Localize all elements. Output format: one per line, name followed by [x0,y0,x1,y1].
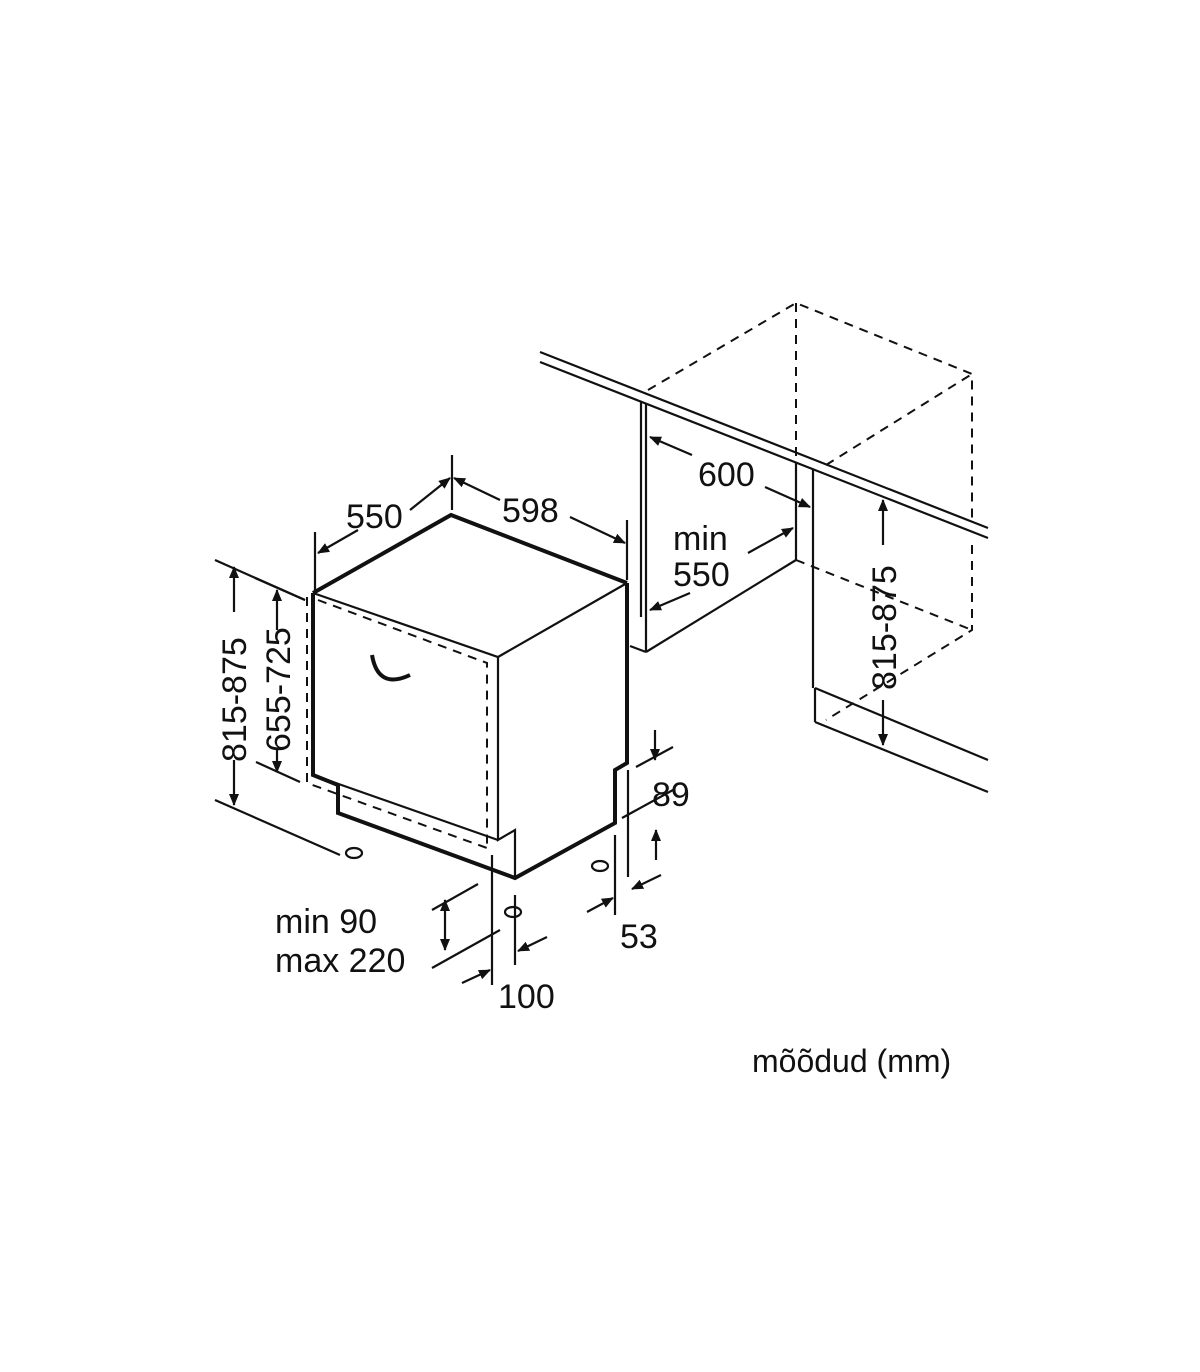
units-note: mõõdud (mm) [752,1043,951,1079]
side-step-height-label: 89 [652,776,690,814]
door-height-label: 655-725 [260,627,298,752]
total-height-label: 815-875 [216,637,254,762]
niche-width-label: 600 [698,456,755,494]
cabinet-niche [539,301,989,794]
side-step-depth-label: 53 [620,918,658,956]
dimension-lines [214,435,888,985]
depth-label: 550 [346,498,403,536]
door-handle [370,654,411,682]
foot-icon [590,859,610,873]
plinth-setback-label: 100 [498,978,555,1016]
niche-depth-label-1: min [673,520,728,558]
plinth-min-label: min 90 [275,903,377,941]
foot-icon [503,905,523,919]
width-label: 598 [502,492,559,530]
niche-height-label: 815-875 [866,565,904,690]
niche-depth-label-2: 550 [673,556,730,594]
foot-icon [344,846,364,860]
plinth-max-label: max 220 [275,942,405,980]
dishwasher [306,512,629,919]
